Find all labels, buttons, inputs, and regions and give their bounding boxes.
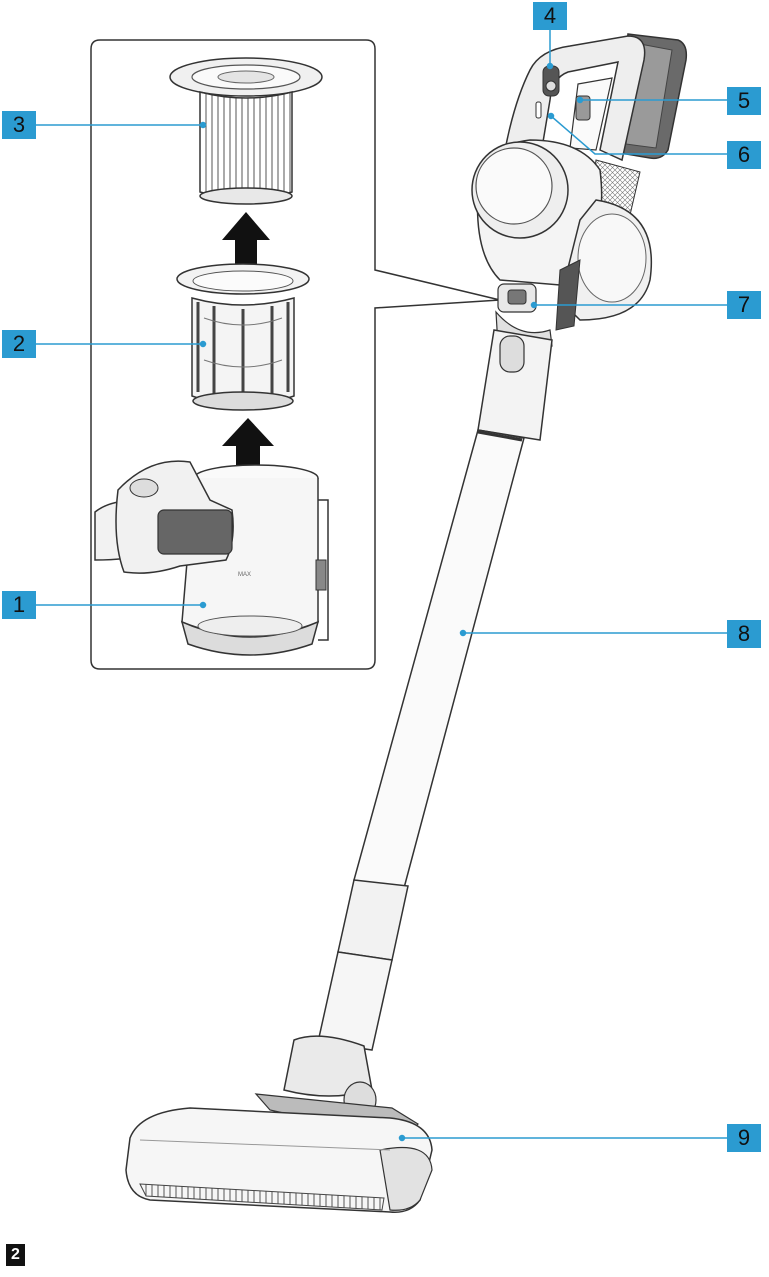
- tube: [318, 330, 552, 1050]
- callout-1: 1: [2, 591, 36, 619]
- max-mark: MAX: [238, 572, 251, 578]
- callout-9: 9: [727, 1124, 761, 1152]
- callout-8: 8: [727, 620, 761, 648]
- callout-7: 7: [727, 291, 761, 319]
- hepa-filter: [170, 58, 322, 204]
- dust-container: MAX: [95, 461, 328, 655]
- callout-6: 6: [727, 141, 761, 169]
- figure-number-badge: 2: [6, 1244, 25, 1266]
- callout-4: 4: [533, 2, 567, 30]
- callout-2: 2: [2, 330, 36, 358]
- floor-nozzle: [126, 1036, 432, 1212]
- callout-5: 5: [727, 87, 761, 115]
- pre-filter: [177, 264, 309, 410]
- callout-3: 3: [2, 111, 36, 139]
